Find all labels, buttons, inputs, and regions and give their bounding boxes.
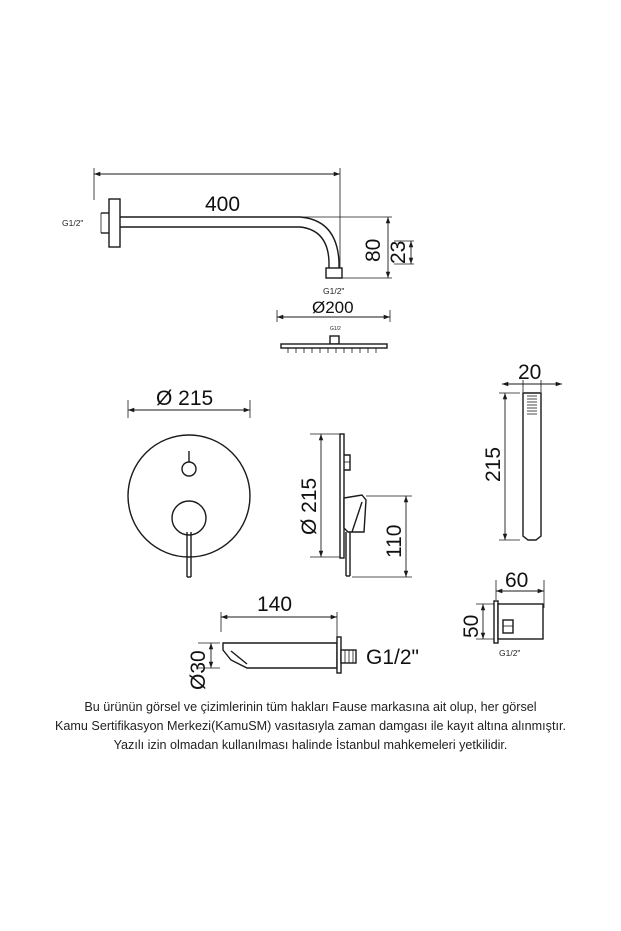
head-thread-label: G1/2 (330, 326, 341, 332)
arm-thread-bottom-label: G1/2" (323, 286, 344, 296)
spout-thread-label: G1/2" (366, 646, 419, 669)
hand-shower-width-label: 20 (518, 361, 541, 384)
mixer-side-handle (343, 494, 367, 533)
mixer-handle-base (171, 500, 207, 536)
spout-drawing: 140 Ø30 G1/2" (187, 593, 419, 690)
arm-wall-flange (108, 198, 121, 248)
hand-shower-drawing: 20 215 (482, 361, 562, 541)
spout-diameter-label: Ø30 (187, 650, 210, 690)
arm-length-label: 400 (205, 193, 240, 216)
shower-head-plate (280, 343, 388, 349)
spout-body (222, 642, 338, 669)
arm-height-label: 80 (362, 239, 385, 262)
plate-diameter-label: Ø 215 (156, 387, 213, 410)
mixer-side-drawing: Ø 215 110 (298, 433, 412, 578)
spout-length-label: 140 (257, 593, 292, 616)
hand-shower-body (522, 392, 542, 541)
shower-arm-drawing: 400 80 23 G1/2" G1/2" (62, 168, 414, 296)
mixer-front-drawing: Ø 215 (127, 387, 251, 578)
valve-depth-label: 110 (383, 525, 406, 558)
elbow-thread-label: G1/2" (499, 648, 520, 658)
head-diameter-label: Ø200 (312, 298, 354, 317)
shower-head-drawing: Ø200 G1/2 (276, 298, 391, 353)
arm-thread-left-label: G1/2" (62, 218, 83, 228)
elbow-width-label: 60 (505, 569, 528, 592)
arm-pipe (120, 216, 340, 272)
wall-elbow-drawing: 60 50 G1/2" (460, 569, 545, 658)
hand-shower-spray-face (527, 395, 537, 415)
elbow-height-label: 50 (460, 615, 483, 638)
notice-line-3: Yazılı izin olmadan kullanılması halinde… (113, 738, 508, 752)
mixer-cover-plate (127, 434, 251, 558)
arm-outlet-nut (325, 267, 343, 279)
plate-side-diameter-label: Ø 215 (298, 478, 321, 535)
elbow-outlet (502, 619, 514, 634)
diverter-knob (181, 461, 197, 477)
notice-line-1: Bu ürünün görsel ve çizimlerinin tüm hak… (84, 700, 537, 714)
notice-line-2: Kamu Sertifikasyon Merkezi(KamuSM) vasıt… (55, 719, 566, 733)
spout-connector (340, 649, 357, 664)
shower-head-nozzles (287, 348, 377, 353)
hand-shower-length-label: 215 (482, 447, 505, 482)
copyright-notice: Bu ürünün görsel ve çizimlerinin tüm hak… (0, 698, 621, 755)
mixer-side-plate (339, 433, 345, 559)
arm-drop-label: 23 (387, 241, 410, 264)
